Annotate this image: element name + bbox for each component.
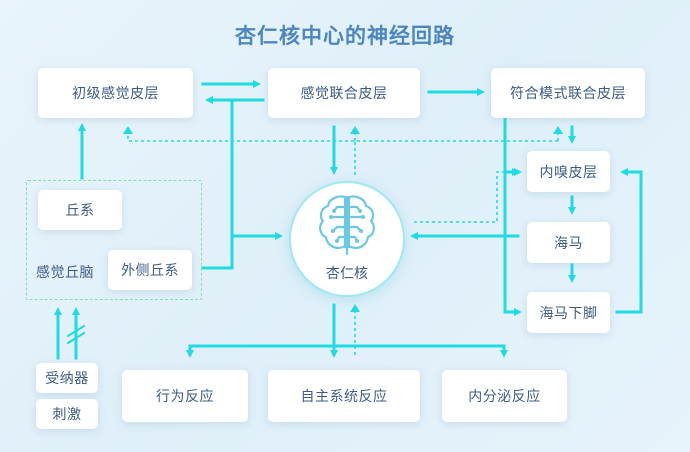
break-mark-2 xyxy=(66,331,86,345)
node-lemniscus: 丘系 xyxy=(38,190,122,230)
arrowhead-dashed-amygdala-up xyxy=(350,304,360,312)
node-entorhinal-cortex: 内嗅皮层 xyxy=(527,151,610,192)
dashed-amygdala-to-olfactory xyxy=(414,171,514,223)
brain-circuit-icon xyxy=(319,195,375,255)
node-autonomic-response: 自主系统反应 xyxy=(268,370,420,422)
node-stimulus: 刺激 xyxy=(36,399,98,429)
node-sensory-association-cortex: 感觉联合皮层 xyxy=(268,68,420,118)
arrowhead-dashed-primary xyxy=(123,126,133,134)
line-thalamus-trunk xyxy=(201,98,234,270)
break-mark-1 xyxy=(66,324,86,338)
node-primary-sensory-cortex: 初级感觉皮层 xyxy=(38,68,193,118)
arrow-subiculum-to-olfactory xyxy=(615,168,643,314)
node-receptor: 受纳器 xyxy=(36,363,98,393)
arrowhead-dashed-association xyxy=(350,126,360,134)
amygdala-label: 杏仁核 xyxy=(326,265,368,281)
node-lateral-lemniscus: 外侧丘系 xyxy=(108,250,192,290)
node-hippocampus: 海马 xyxy=(527,222,610,263)
diagram-title: 杏仁核中心的神经回路 xyxy=(235,25,455,48)
arrowhead-dashed-olfactory xyxy=(512,168,519,176)
node-subiculum: 海马下脚 xyxy=(527,292,610,333)
label-sensory-thalamus: 感觉丘脑 xyxy=(36,264,94,280)
node-amygdala: 杏仁核 xyxy=(289,181,405,297)
dashed-feedback-line xyxy=(127,132,558,142)
node-polymodal-association-cortex: 符合模式联合皮层 xyxy=(491,68,645,118)
node-behavioral-response: 行为反应 xyxy=(122,370,248,422)
node-endocrine-response: 内分泌反应 xyxy=(442,370,567,422)
arrowhead-dashed-polymodal xyxy=(553,126,563,134)
sensory-thalamus-group xyxy=(26,180,202,300)
